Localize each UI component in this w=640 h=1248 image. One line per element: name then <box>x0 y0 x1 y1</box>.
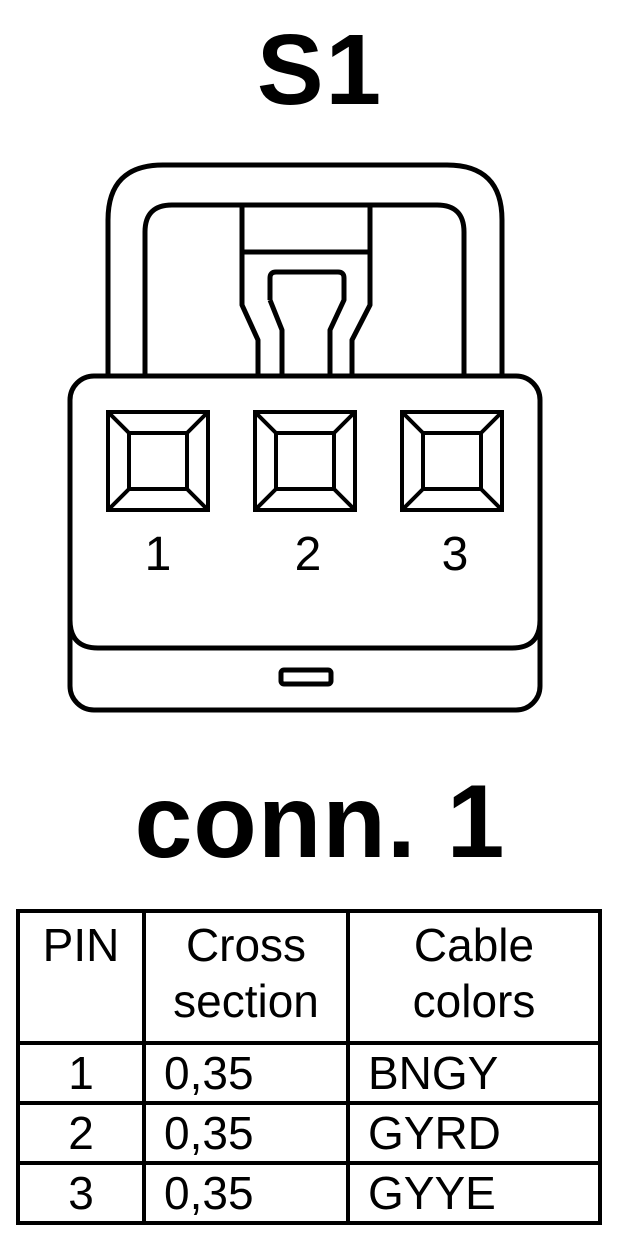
cable-color-cell: BNGY <box>346 1040 602 1106</box>
cable-color-cell: GYRD <box>346 1101 602 1166</box>
cable-color-cell: GYYE <box>346 1161 602 1226</box>
latch-outer <box>105 162 505 375</box>
connector-body <box>67 373 543 713</box>
connector-title: S1 <box>256 14 384 126</box>
connector-diagram: 1 2 3 <box>67 162 543 713</box>
table-row: 2 0,35 GYRD <box>16 1101 602 1166</box>
table-row: 3 0,35 GYYE <box>16 1161 602 1226</box>
pin-table: PIN Cross section Cable colors 1 0,35 BN… <box>16 909 602 1226</box>
cross-section-cell: 0,35 <box>142 1040 350 1106</box>
pin-number-1: 1 <box>145 528 172 581</box>
cross-section-cell: 0,35 <box>142 1101 350 1166</box>
polarization-key <box>278 667 334 687</box>
header-cross-section: Cross section <box>142 909 350 1045</box>
latch-inner <box>142 202 467 375</box>
body-rail <box>67 619 543 651</box>
pin-cell: 3 <box>16 1161 146 1226</box>
latch-tongue-slot <box>267 269 347 375</box>
header-cable-colors: Cable colors <box>346 909 602 1045</box>
header-pin: PIN <box>16 909 146 1045</box>
connector-label: conn. 1 <box>134 764 506 880</box>
pin-number-2: 2 <box>295 528 322 581</box>
pin-number-3: 3 <box>442 528 469 581</box>
pin-cavity-1 <box>106 410 210 512</box>
table-header-row: PIN Cross section Cable colors <box>16 909 602 1045</box>
pin-cell: 2 <box>16 1101 146 1166</box>
pin-cavity-3 <box>400 410 504 512</box>
pin-cell: 1 <box>16 1040 146 1106</box>
cross-section-cell: 0,35 <box>142 1161 350 1226</box>
table-row: 1 0,35 BNGY <box>16 1040 602 1106</box>
latch-tongue <box>239 205 373 375</box>
pin-cavity-2 <box>253 410 357 512</box>
